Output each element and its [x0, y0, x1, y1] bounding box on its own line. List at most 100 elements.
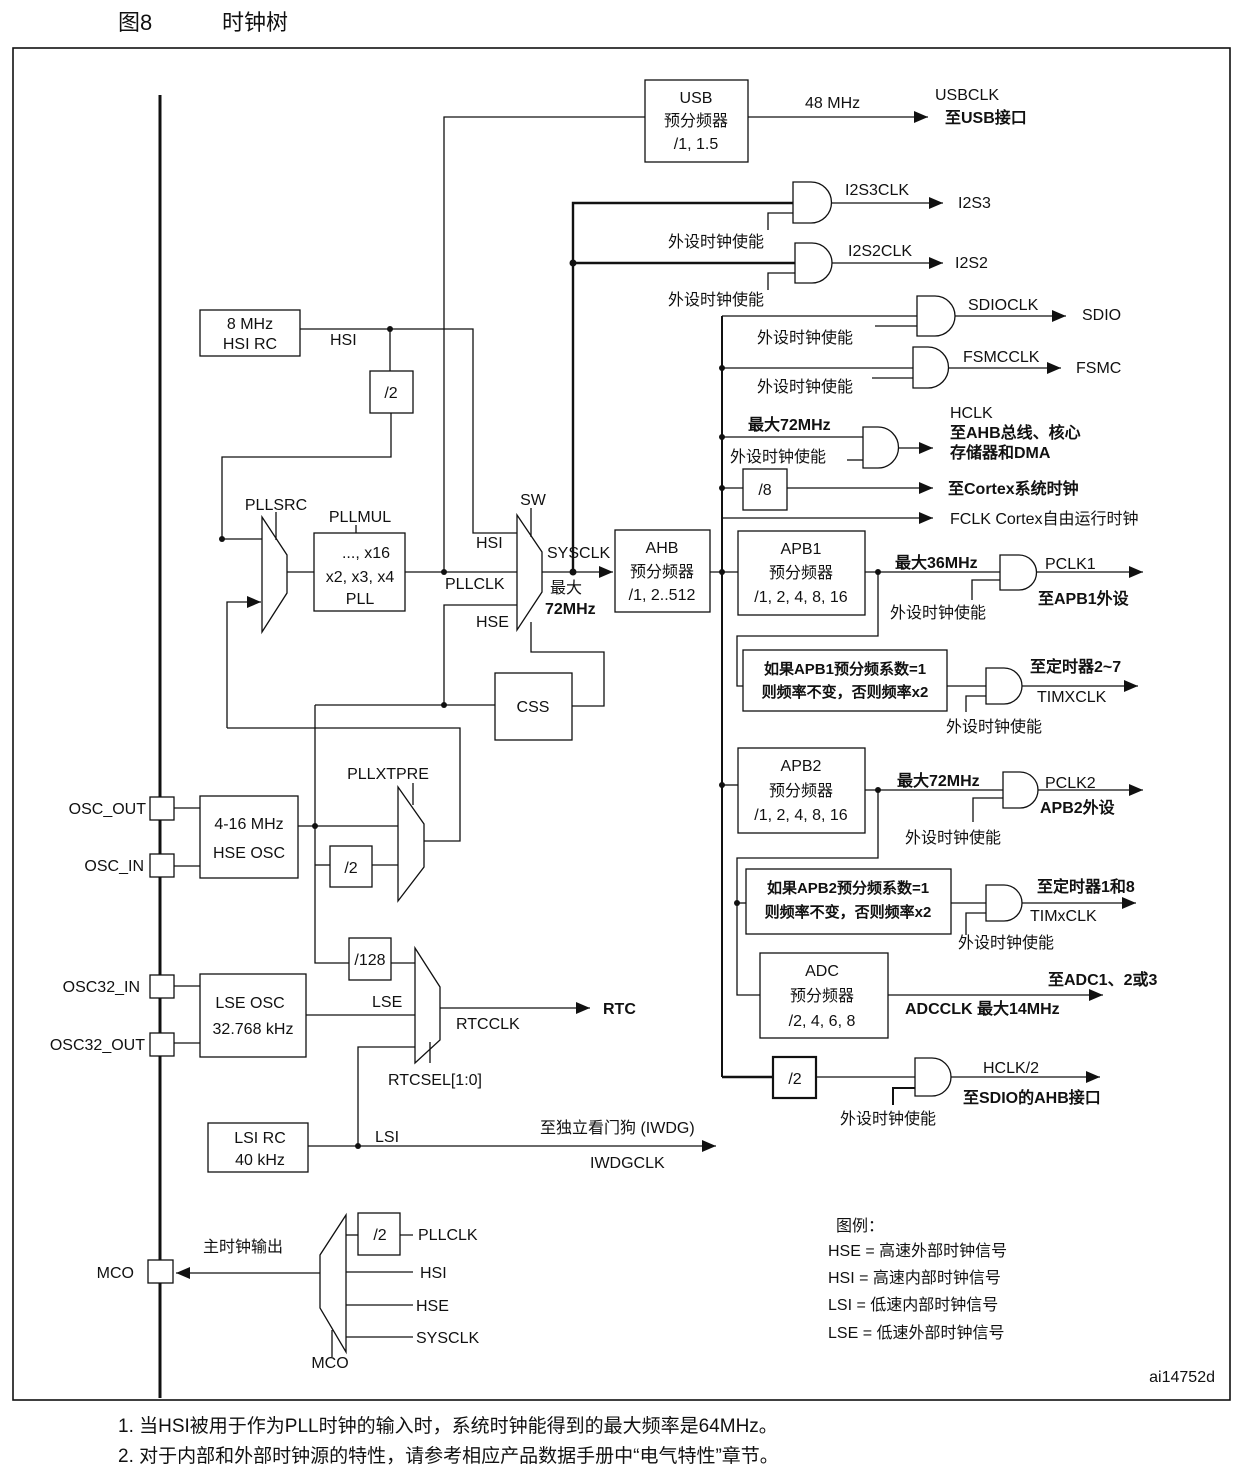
lse-osc-label: LSE OSC: [215, 995, 284, 1012]
mco-div2-label: /2: [373, 1227, 386, 1244]
rtc-div128-label: /128: [354, 952, 385, 969]
hclk-and-gate: [862, 426, 900, 469]
hclk-max: 最大72MHz: [748, 415, 831, 434]
tim18-and-gate: [985, 884, 1023, 922]
figure-number: 图8: [118, 10, 152, 35]
adcclk-label: ADCCLK 最大14MHz: [905, 999, 1060, 1018]
hse-osc-block: 4-16 MHz HSE OSC: [199, 795, 299, 879]
sysclk-label: SYSCLK: [547, 545, 610, 562]
timxclk-label: TIMXCLK: [1037, 689, 1107, 706]
enable-label: 外设时钟使能: [730, 448, 826, 466]
lse-label: LSE: [372, 994, 402, 1011]
apb2-dest: APB2外设: [1040, 798, 1116, 817]
i2s3-and-gate: [792, 181, 833, 224]
enable-label: 外设时钟使能: [958, 934, 1054, 952]
rtcsel-mux: [414, 945, 441, 1065]
hclk-label: HCLK: [950, 405, 993, 422]
pll-label: x2, x3, x4: [326, 569, 395, 586]
fclk-label: FCLK Cortex自由运行时钟: [950, 510, 1138, 528]
usbclk-label: USBCLK: [935, 87, 999, 104]
wire-hse-sw: [443, 604, 517, 705]
fsmcclk-label: FSMCCLK: [963, 349, 1040, 366]
hsi-div2-label: /2: [384, 385, 397, 402]
enable-label: 外设时钟使能: [757, 329, 853, 347]
diagram-frame: [12, 47, 1231, 1401]
hse-div2-box: [329, 845, 373, 888]
footnote: 1. 当HSI被用于作为PLL时钟的输入时，系统时钟能得到的最大频率是64MHz…: [118, 1415, 778, 1437]
apb1-timer-dest: 至定时器2~7: [1030, 657, 1121, 676]
apb2-prescaler: APB2 预分频器 /1, 2, 4, 8, 16: [737, 747, 866, 834]
usb-freq: 48 MHz: [805, 95, 860, 112]
lsi-rc-label: LSI RC: [234, 1130, 286, 1147]
rtcsel-label: RTCSEL[1:0]: [388, 1072, 482, 1089]
hsi-rc-label: 8 MHz: [227, 316, 273, 333]
pll-block: ..., x16 x2, x3, x4 PLL: [313, 532, 406, 612]
apb2-timer-multiplier: 如果APB2预分频系数=1 则频率不变，否则频率x2: [745, 868, 952, 935]
hclk-div2-box: [771, 1055, 818, 1100]
legend: 图例： HSE = 高速外部时钟信号 HSI = 高速内部时钟信号 LSI = …: [828, 1217, 1007, 1342]
usb-label: /1, 1.5: [674, 136, 719, 153]
sw-hsi-label: HSI: [476, 535, 503, 552]
sw-label: SW: [520, 492, 547, 509]
osc-out-pin: [149, 796, 175, 821]
fsmc-and-gate: [912, 346, 950, 389]
mco-input-label: PLLCLK: [418, 1227, 478, 1244]
pllclk-label: PLLCLK: [445, 576, 505, 593]
enable-label: 外设时钟使能: [905, 829, 1001, 847]
osc32-out-label: OSC32_OUT: [50, 1037, 145, 1054]
usb-prescaler: USB 预分频器 /1, 1.5: [644, 79, 749, 163]
rtc-dest: RTC: [603, 1001, 636, 1018]
apb1-label: 预分频器: [769, 564, 833, 582]
ahb-prescaler: AHB 预分频器 /1, 2..512: [614, 529, 711, 613]
pllxtpre-label: PLLXTPRE: [347, 766, 429, 783]
wire-hse-pllsrc: [226, 596, 261, 728]
osc32-in-pin: [149, 974, 175, 999]
ahb-label: AHB: [646, 540, 679, 557]
adc-prescaler: ADC 预分频器 /2, 4, 6, 8: [759, 952, 889, 1039]
legend-title: 图例：: [836, 1217, 884, 1235]
osc-in-pin: [149, 853, 175, 878]
css-block: [494, 672, 573, 741]
ahb-label: /1, 2..512: [629, 587, 696, 604]
hclk-dest: 至AHB总线、核心: [950, 423, 1081, 442]
lse-osc-label: 32.768 kHz: [213, 1021, 294, 1038]
fsmc-dest: FSMC: [1076, 360, 1121, 377]
apb1-label: APB1: [781, 541, 822, 558]
footnote: 2. 对于内部和外部时钟源的特性，请参考相应产品数据手册中“电气特性”章节。: [118, 1445, 779, 1467]
sysclk-max-prefix: 最大: [550, 579, 582, 597]
hse-osc-label: HSE OSC: [213, 845, 285, 862]
mco-input-label: SYSCLK: [416, 1330, 479, 1347]
pclk1-and-gate: [999, 554, 1038, 591]
pll-label: ..., x16: [342, 545, 390, 562]
apb1-dest: 至APB1外设: [1038, 589, 1130, 608]
hclk2-label: HCLK/2: [983, 1060, 1039, 1077]
pllsrc-mux: [261, 514, 288, 635]
pllxtpre-mux: [397, 784, 425, 903]
osc32-out-pin: [149, 1032, 175, 1057]
cortex-div8-box: [742, 468, 788, 511]
wire-hsi-div2: [221, 413, 392, 540]
mco-mux: [319, 1212, 347, 1355]
enable-label: 外设时钟使能: [946, 718, 1042, 736]
css-label: CSS: [517, 699, 550, 716]
apb1-timer-text: 如果APB1预分频系数=1: [764, 660, 926, 678]
enable-label: 外设时钟使能: [757, 378, 853, 396]
i2s3-dest: I2S3: [958, 195, 991, 212]
iwdg-dest: 至独立看门狗 (IWDG): [540, 1119, 695, 1137]
mco-input-label: HSI: [420, 1265, 447, 1282]
hse-osc-label: 4-16 MHz: [214, 816, 283, 833]
usb-dest: 至USB接口: [945, 108, 1027, 127]
i2s2clk-label: I2S2CLK: [848, 243, 912, 260]
mco-input-label: HSE: [416, 1298, 449, 1315]
adc-label: ADC: [805, 963, 839, 980]
pll-label: PLL: [346, 591, 375, 608]
mco-div2-box: [357, 1212, 401, 1256]
apb2-max: 最大72MHz: [897, 771, 980, 790]
i2s2-and-gate: [794, 242, 833, 284]
figure-id: ai14752d: [1149, 1369, 1215, 1386]
iwdgclk-label: IWDGCLK: [590, 1155, 665, 1172]
pclk2-label: PCLK2: [1045, 775, 1096, 792]
apb1-prescaler: APB1 预分频器 /1, 2, 4, 8, 16: [737, 530, 866, 616]
lsi-rc-block: LSI RC 40 kHz: [207, 1122, 309, 1173]
